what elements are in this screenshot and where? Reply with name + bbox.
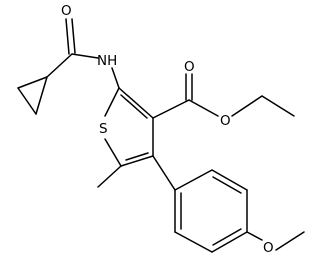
cyclopropane-bond-right [35,76,48,115]
thiophene-c5-c4-inner-bond [125,152,149,161]
benzene-inner-bond-2 [212,228,242,246]
carbonyl-nh-bond [71,53,99,59]
amide-oxygen-label: O [61,3,72,19]
thiophene-c3-c2-bond [118,87,154,119]
structure-svg: O NH O O S O [17,3,305,256]
ester-o-ch2-bond [231,95,263,117]
ester-carbonyl-oxygen-label: O [184,59,195,75]
thiophene-c5-c4-bond [120,155,154,167]
amide-co-double-bond-2 [71,18,76,54]
cyclopropane-bond-left [17,87,37,115]
ethyl-ch2-ch3-bond [261,95,295,117]
benzene-bond-5 [174,231,213,253]
ring-ester-carbonyl-bond [152,99,190,119]
benzene-inner-bond-1 [212,176,242,194]
amide-nh-label: NH [97,53,117,69]
cyclopropyl-carbonyl-bond [46,53,73,78]
thiophene-sulfur-label: S [99,121,108,137]
thiophene-s-c5-bond [104,138,122,167]
ester-c-o-bond [188,99,219,117]
aryl-o-bond [246,231,263,241]
ester-oxygen-label: O [220,113,231,129]
amide-co-double-bond-1 [65,18,70,55]
methyl-bond [97,165,122,188]
cyclopropane-bond-top [17,76,48,89]
thiophene-c2-s-bond [104,87,120,117]
thiophene-phenyl-bond [152,155,176,191]
benzene-bond-1 [174,169,213,191]
molecule-diagram: O NH O O S O [17,3,305,256]
benzene-bond-2 [211,169,248,191]
benzene-bond-4 [211,231,248,253]
o-methyl-bond [275,231,305,251]
methoxy-oxygen-label: O [263,240,274,256]
nh-thiophene-bond [111,67,120,89]
thiophene-c3-c2-inner-bond [120,94,148,119]
